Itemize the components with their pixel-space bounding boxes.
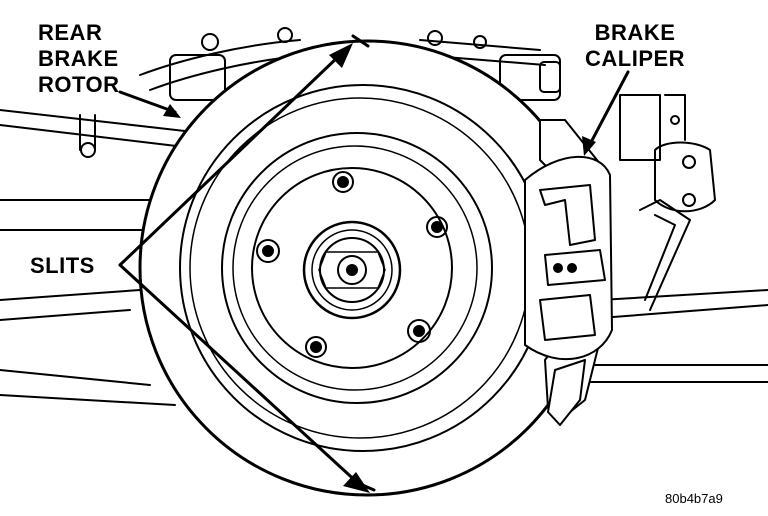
label-brake-2: BRAKE [594, 20, 676, 45]
rear-brake-rotor [138, 34, 596, 497]
leader-lines [118, 53, 630, 487]
brake-caliper [524, 119, 613, 426]
slit-top [351, 34, 370, 48]
wheel-studs [256, 171, 448, 358]
label-brake-caliper: BRAKE CALIPER [585, 20, 685, 72]
arrowheads [163, 43, 596, 493]
label-rear-brake-rotor: REAR BRAKE ROTOR [38, 20, 120, 98]
label-rotor: ROTOR [38, 72, 120, 97]
label-slits: SLITS [30, 253, 95, 278]
label-brake: BRAKE [38, 46, 119, 71]
figure-id: 80b4b7a9 [665, 491, 723, 506]
label-rear: REAR [38, 20, 103, 45]
label-caliper: CALIPER [585, 46, 686, 71]
